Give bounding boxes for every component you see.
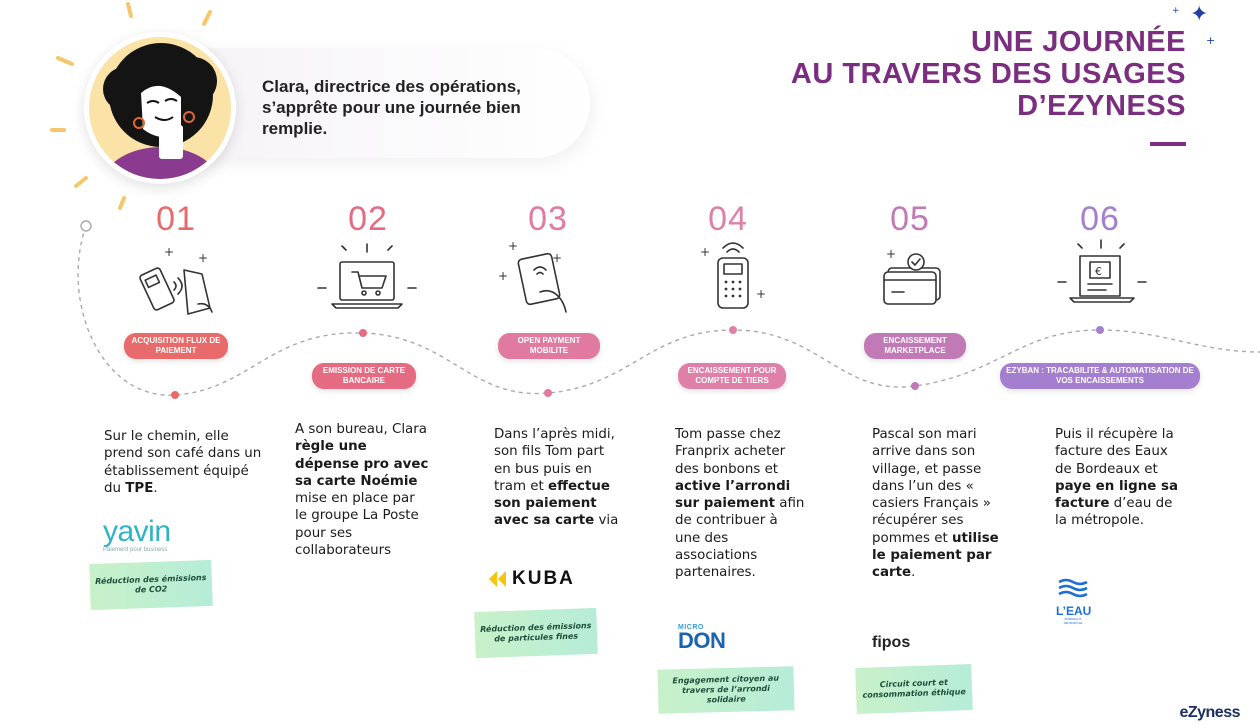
step-number-3: 03 bbox=[528, 200, 568, 238]
step-number-2: 02 bbox=[348, 200, 388, 238]
impact-tag-5: Circuit court et consommation éthique bbox=[855, 663, 973, 715]
sparkle-icon: ✦ bbox=[1190, 2, 1209, 27]
water-waves-icon bbox=[1058, 578, 1088, 598]
svg-text:+: + bbox=[756, 287, 766, 301]
step-pill-3: OPEN PAYMENT MOBILITE bbox=[498, 333, 600, 359]
step-description-4: Tom passe chez Franprix acheter des bonb… bbox=[675, 427, 805, 581]
hero-caption: Clara, directrice des opérations, s’appr… bbox=[262, 77, 521, 138]
step-pill-1: ACQUISITION FLUX DE PAIEMENT bbox=[124, 333, 228, 359]
impact-tag-1: Réduction des émissions de CO2 bbox=[89, 559, 213, 611]
title-line-2: AU TRAVERS DES USAGES bbox=[790, 58, 1186, 90]
title-underline bbox=[1150, 142, 1186, 146]
step-number-1: 01 bbox=[156, 200, 196, 238]
avatar bbox=[84, 32, 236, 184]
step-number-5: 05 bbox=[890, 200, 930, 238]
svg-text:+: + bbox=[886, 247, 896, 261]
step-number-6: 06 bbox=[1080, 200, 1120, 238]
kuba-logo: KUBA bbox=[487, 568, 575, 590]
svg-text:€: € bbox=[1095, 265, 1102, 278]
svg-text:+: + bbox=[164, 245, 174, 259]
svg-text:+: + bbox=[700, 245, 710, 259]
page-title: UNE JOURNÉE AU TRAVERS DES USAGES D’EZYN… bbox=[791, 26, 1186, 122]
step-description-5: Pascal son mari arrive dans son village,… bbox=[872, 427, 999, 581]
svg-text:+: + bbox=[552, 251, 562, 265]
step-number-4: 04 bbox=[708, 200, 748, 238]
microdon-logo: MICRO DON bbox=[678, 624, 726, 653]
svg-text:+: + bbox=[498, 269, 508, 283]
step-description-3: Dans l’après midi, son fils Tom part en … bbox=[494, 427, 619, 529]
ezyness-brand-logo: eZyness bbox=[1179, 704, 1240, 721]
step-pill-4: ENCAISSEMENT POUR COMPTE DE TIERS bbox=[678, 363, 786, 389]
card-check-icon: + bbox=[883, 247, 941, 305]
contactless-card-hand-icon: + + + bbox=[498, 239, 567, 313]
impact-tag-4: Engagement citoyen au travers de l’arron… bbox=[657, 666, 795, 714]
sparkle-small-icon: + bbox=[1206, 34, 1216, 47]
fipos-logo: fipos bbox=[872, 634, 911, 651]
step-pill-5: ENCAISSEMENT MARKETPLACE bbox=[864, 333, 966, 359]
step-pill-6: EZYBAN : TRACABILITE & AUTOMATISATION DE… bbox=[1000, 363, 1200, 389]
svg-text:+: + bbox=[198, 251, 208, 265]
contactless-payment-terminal-icon: + + bbox=[139, 245, 213, 315]
payment-terminal-icon: + + bbox=[700, 242, 766, 309]
laptop-cart-icon bbox=[317, 243, 417, 309]
euro-invoice-laptop-icon: € bbox=[1057, 239, 1147, 303]
step-pill-2: EMISSION DE CARTE BANCAIRE bbox=[312, 363, 416, 389]
leau-bordeaux-logo: L’EAU BORDEAUX MÉTROPOLE bbox=[1056, 578, 1091, 625]
step-description-2: A son bureau, Clara règle une dépense pr… bbox=[295, 422, 429, 559]
sun-rays-decoration bbox=[50, 2, 212, 210]
yavin-logo: yavin Paiement pour business bbox=[103, 515, 171, 554]
step-description-6: Puis il récupère la facture des Eaux de … bbox=[1055, 427, 1179, 529]
title-line-3: D’EZYNESS bbox=[1017, 90, 1186, 122]
kuba-mark-icon bbox=[489, 571, 506, 587]
sparkle-small-icon: + bbox=[1172, 6, 1180, 16]
impact-tag-3: Réduction des émissions de particules fi… bbox=[474, 607, 598, 659]
svg-text:+: + bbox=[508, 239, 518, 253]
title-line-1: UNE JOURNÉE bbox=[971, 26, 1186, 58]
step-description-1: Sur le chemin, elle prend son café dans … bbox=[104, 429, 262, 496]
